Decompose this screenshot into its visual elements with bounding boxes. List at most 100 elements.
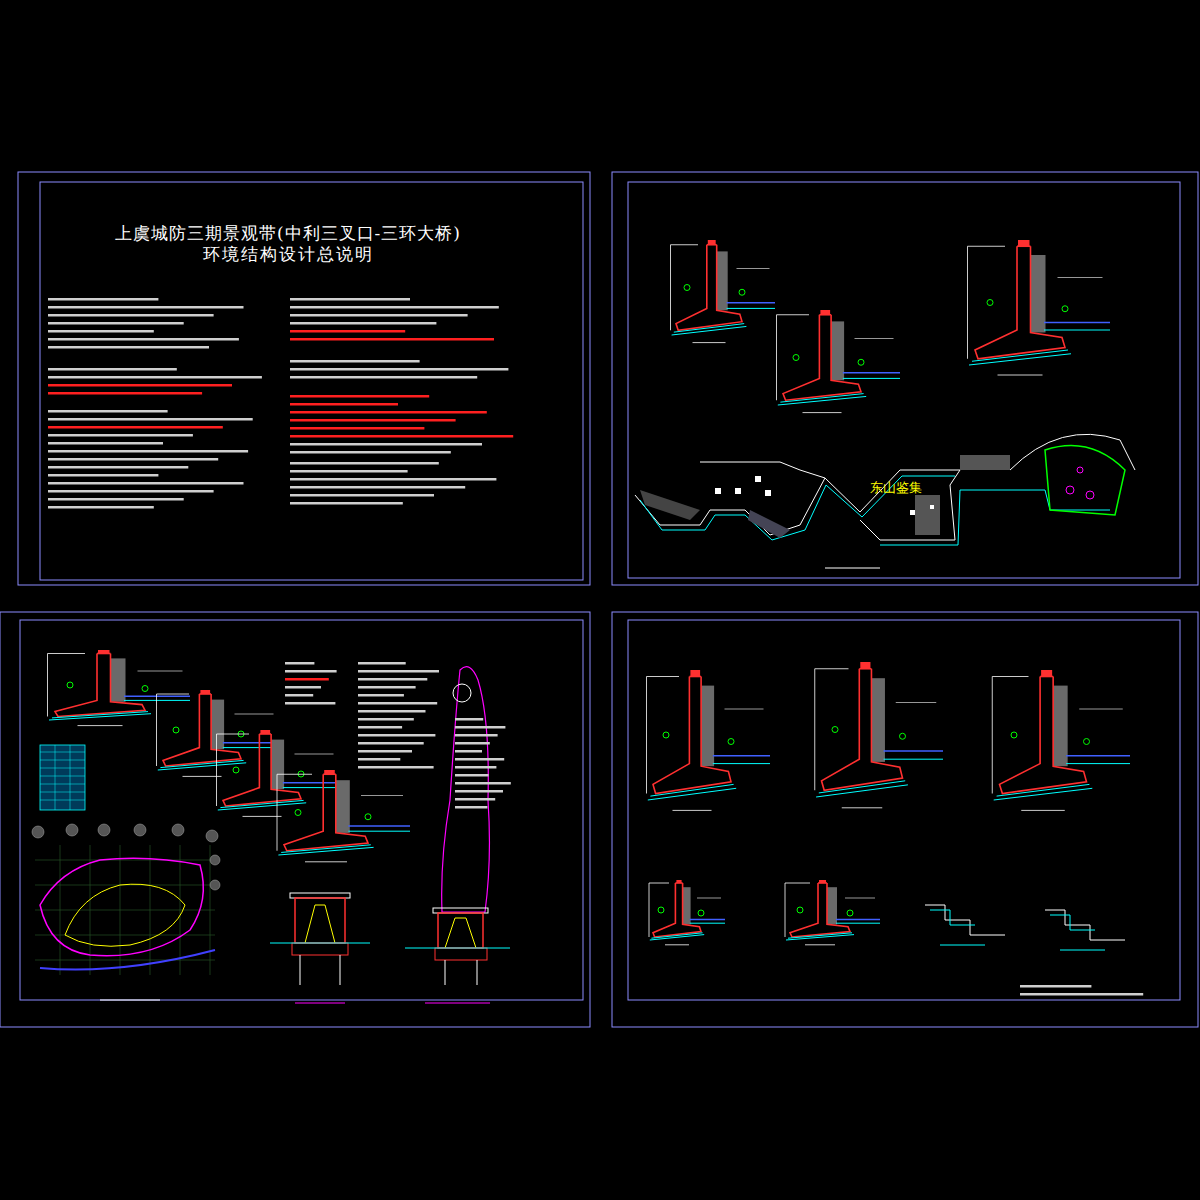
sheet-frame xyxy=(18,172,590,585)
drawing-stroke xyxy=(283,782,340,784)
detail-marker xyxy=(684,285,690,291)
drawing-stroke xyxy=(1066,763,1130,764)
note-line xyxy=(358,742,424,745)
note-line xyxy=(455,742,490,745)
note-line xyxy=(455,782,511,785)
wall-outline xyxy=(55,654,145,717)
step-detail xyxy=(930,910,975,925)
drawing-stroke xyxy=(1060,950,1105,951)
detail-marker xyxy=(658,907,664,913)
drawing-stroke xyxy=(1079,709,1123,710)
note-line xyxy=(285,678,329,681)
note-line xyxy=(290,395,429,398)
drawing-stroke xyxy=(348,825,410,827)
drawing-stroke xyxy=(969,354,1071,365)
drawing-stroke xyxy=(967,246,968,359)
drawing-stroke xyxy=(673,810,712,811)
drawing-stroke xyxy=(690,923,725,924)
note-line xyxy=(290,443,482,446)
detail-marker xyxy=(67,682,73,688)
drawing-stroke xyxy=(896,702,937,703)
drawing-stroke xyxy=(124,700,190,701)
data-table xyxy=(40,745,85,810)
sheet-title: 上虞城防三期景观带(中利三叉口-三环大桥) xyxy=(115,222,461,245)
note-line xyxy=(290,478,496,481)
drawing-stroke xyxy=(815,668,849,669)
note-line xyxy=(290,451,451,454)
drawing-stroke xyxy=(124,695,190,697)
step-detail xyxy=(925,905,1005,935)
note-line xyxy=(455,718,483,721)
drawing-stroke xyxy=(727,308,775,309)
site-plan xyxy=(32,824,220,1000)
drawing-stroke xyxy=(48,653,86,654)
note-line xyxy=(48,498,184,501)
coping xyxy=(324,770,335,774)
note-line xyxy=(285,686,321,689)
drawing-stroke xyxy=(283,787,340,788)
backfill-hatch xyxy=(336,780,350,833)
note-line xyxy=(358,718,414,721)
sheet-inner-frame xyxy=(628,182,1180,578)
drawing-stroke xyxy=(713,755,770,757)
drawing-stroke xyxy=(1058,277,1103,278)
detail-marker xyxy=(987,300,993,306)
column-details xyxy=(270,667,510,1003)
note-line xyxy=(455,726,505,729)
note-line xyxy=(48,314,214,317)
detail-marker xyxy=(1011,732,1017,738)
drawing-stroke xyxy=(647,676,680,677)
drawing-stroke xyxy=(216,734,217,806)
note-line xyxy=(48,426,223,429)
note-line xyxy=(48,368,177,371)
detail-marker xyxy=(173,727,179,733)
coping xyxy=(860,662,870,669)
note-line xyxy=(290,470,408,473)
note-line xyxy=(358,694,404,697)
note-line xyxy=(290,419,456,422)
note-line xyxy=(290,360,420,363)
wall-outline xyxy=(676,245,742,331)
sheet-frame xyxy=(0,612,590,1027)
sheet-subtitle: 环境结构设计总说明 xyxy=(203,243,374,266)
note-line xyxy=(290,298,410,301)
note-line xyxy=(455,774,489,777)
backfill-hatch xyxy=(271,740,284,790)
note-line xyxy=(48,392,202,395)
coping xyxy=(819,880,826,883)
drawing-stroke xyxy=(670,245,671,331)
drawing-stroke xyxy=(295,754,334,755)
detail-marker xyxy=(1084,739,1090,745)
note-line xyxy=(455,766,496,769)
detail-marker xyxy=(847,910,853,916)
drawing-stroke xyxy=(218,803,306,810)
wall-outline xyxy=(822,669,903,791)
drawing-stroke xyxy=(235,714,274,715)
drawing-stroke xyxy=(646,677,647,794)
backfill-hatch xyxy=(683,887,691,924)
note-line xyxy=(358,686,416,689)
note-line xyxy=(48,410,168,413)
note-line xyxy=(48,442,163,445)
note-line xyxy=(455,790,503,793)
sheet-inner-frame xyxy=(20,620,583,1000)
drawing-stroke xyxy=(777,314,810,315)
drawing-stroke xyxy=(994,788,1093,800)
note-line xyxy=(1020,985,1091,988)
note-line xyxy=(48,298,158,301)
drawing-stroke xyxy=(278,847,373,855)
note-line xyxy=(48,346,209,349)
drawing-stroke xyxy=(725,709,764,710)
note-line xyxy=(290,435,513,438)
note-line xyxy=(358,670,439,673)
drawing-stroke xyxy=(814,669,815,791)
wall-outline xyxy=(284,774,368,851)
detail-marker xyxy=(797,907,803,913)
drawing-stroke xyxy=(277,774,312,775)
note-line xyxy=(290,411,487,414)
note-line xyxy=(48,458,218,461)
note-line xyxy=(48,306,244,309)
note-line xyxy=(48,418,253,421)
drawing-stroke xyxy=(157,694,190,695)
